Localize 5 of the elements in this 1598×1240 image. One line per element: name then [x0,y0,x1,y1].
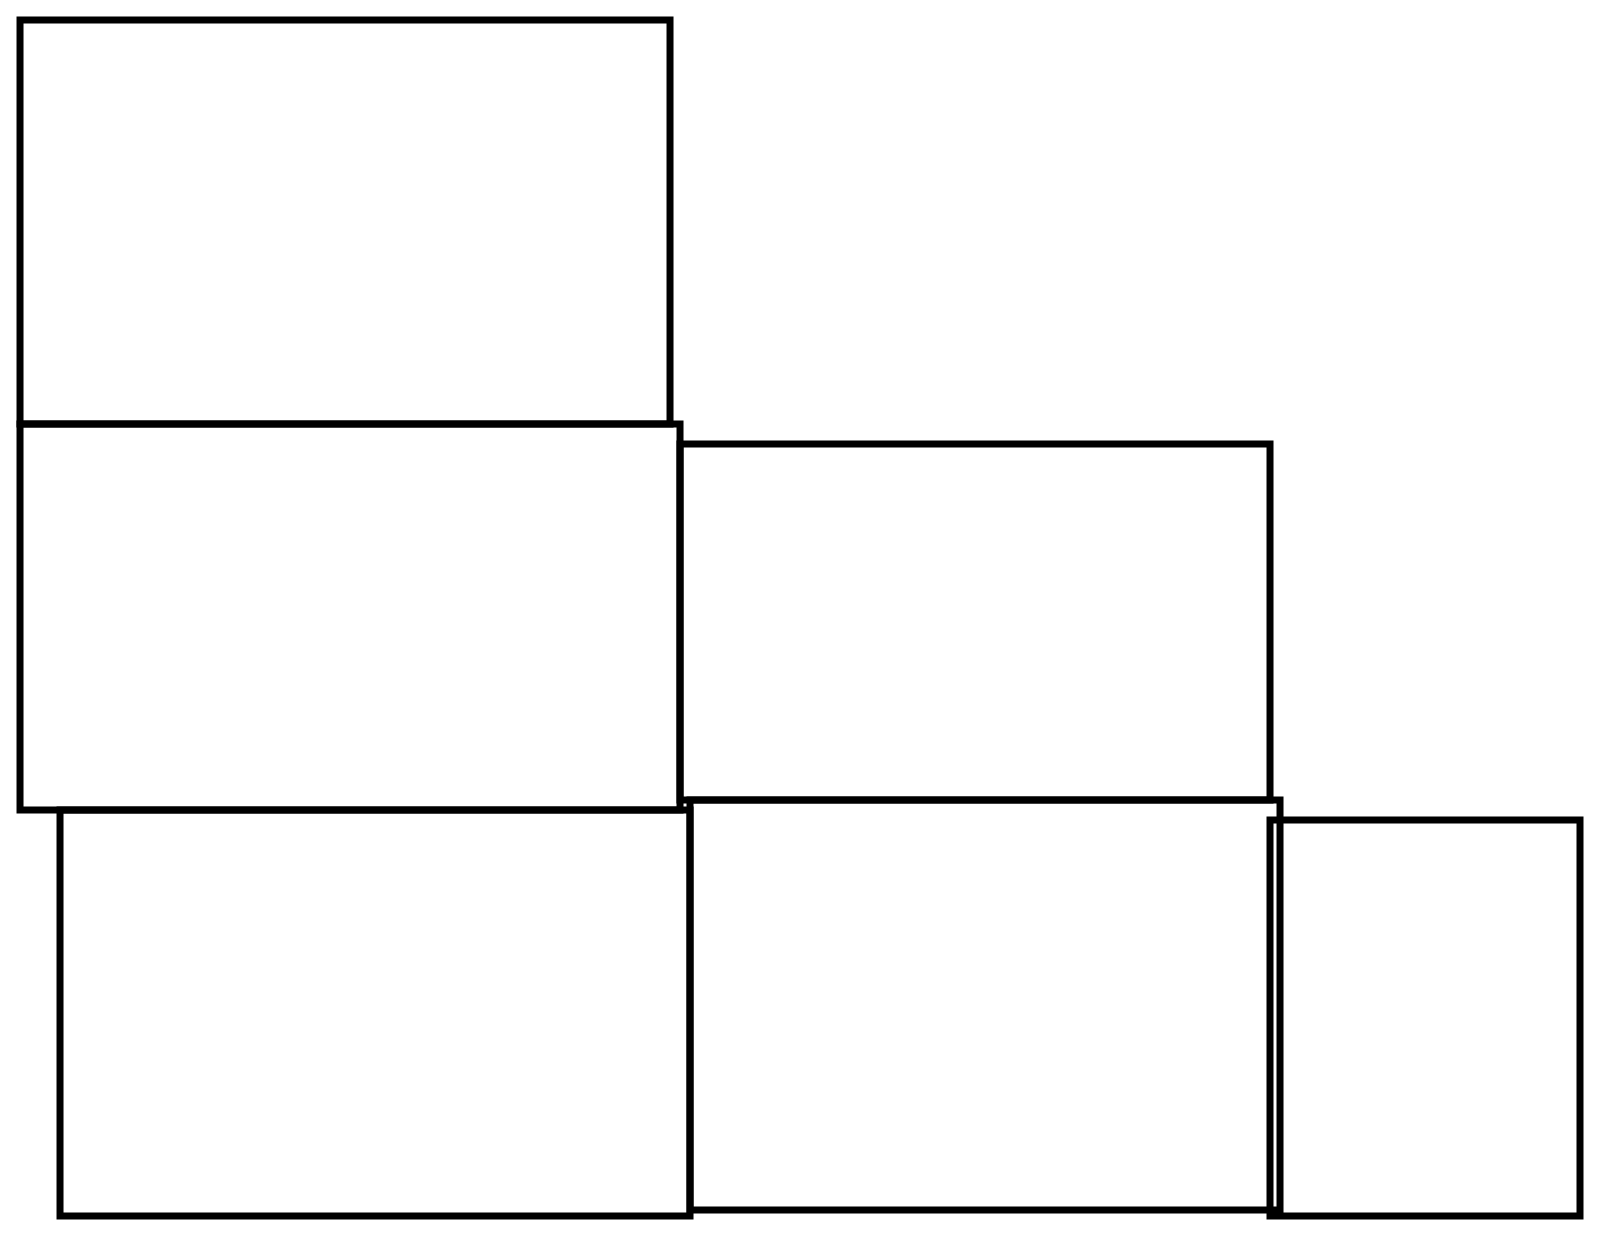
square [16,420,684,814]
square [1266,816,1584,1220]
square [676,440,1274,804]
square [56,806,694,1220]
square [686,796,1284,1214]
